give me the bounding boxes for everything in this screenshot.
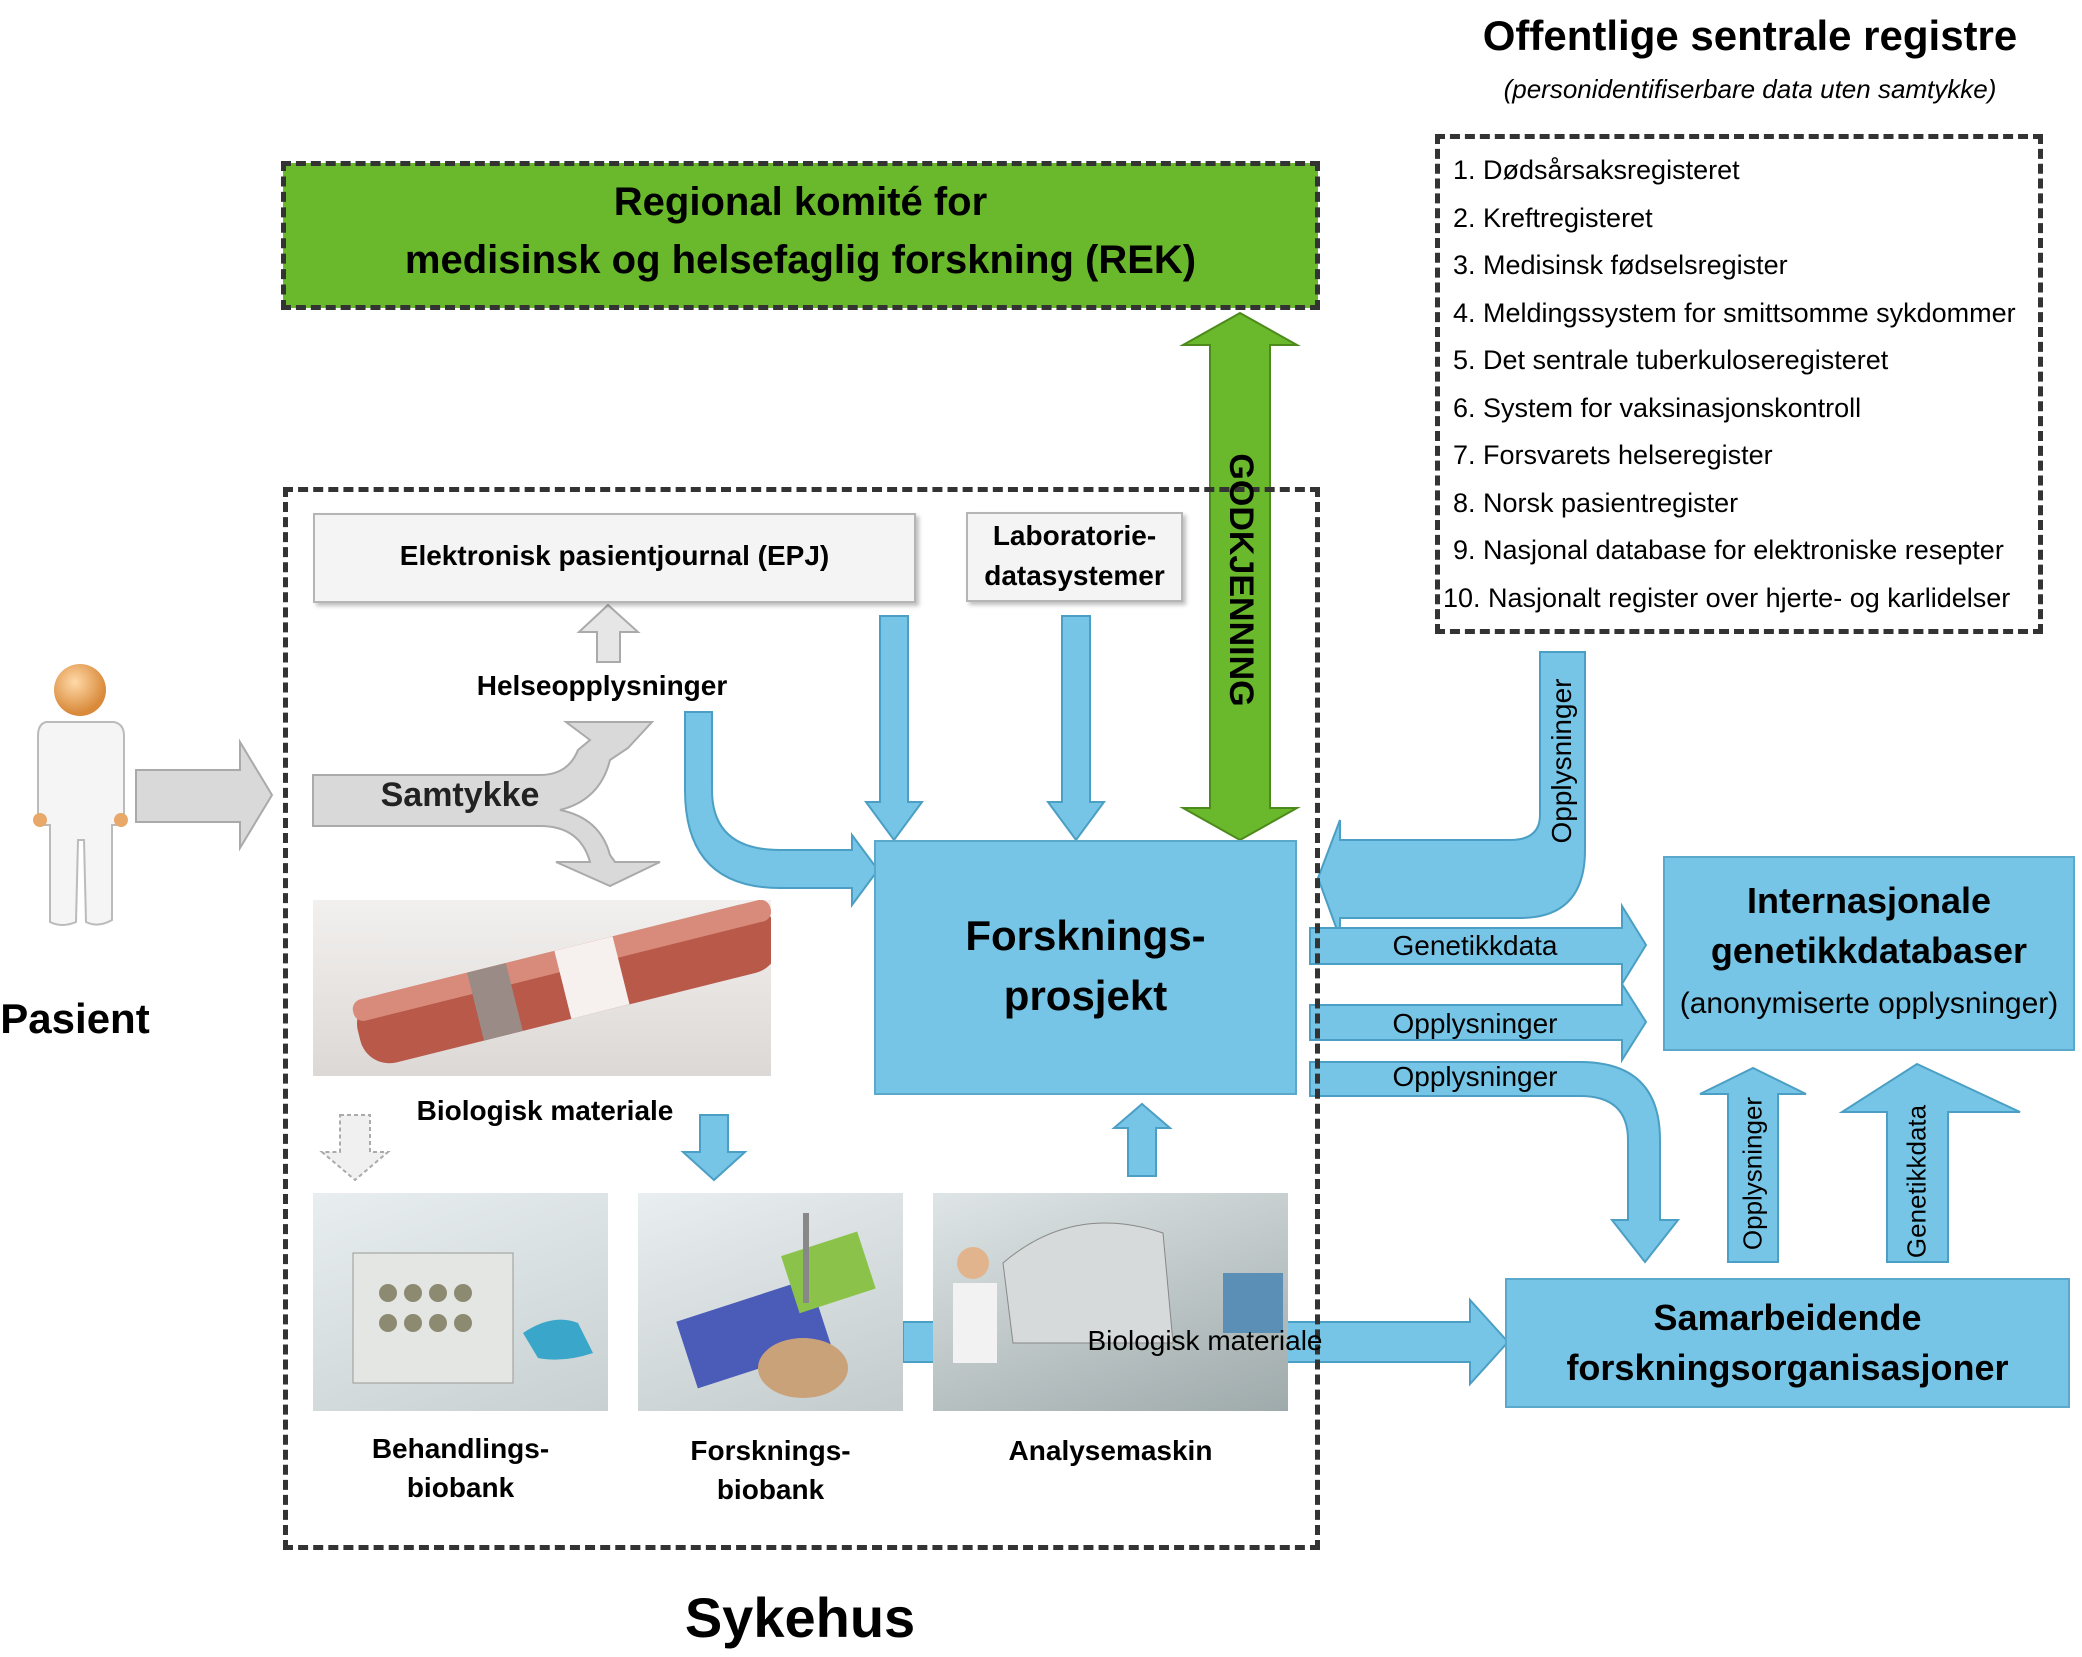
health-info-to-project-arrow bbox=[684, 711, 880, 909]
rek-title-line1: Regional komité for bbox=[613, 180, 988, 224]
opplysninger-to-partners-arrow bbox=[1309, 1061, 1681, 1264]
registry-item: 9. Nasjonal database for elektroniske re… bbox=[1453, 535, 2004, 565]
patient-figure-icon bbox=[33, 664, 128, 926]
research-project-line1: Forsknings- bbox=[965, 912, 1206, 959]
registry-item: 3. Medisinsk fødselsregister bbox=[1453, 250, 1788, 280]
biological-material-flow-label: Biologisk materiale bbox=[1087, 1325, 1323, 1356]
analyzer-to-project-arrow bbox=[1111, 1102, 1173, 1177]
epj-box bbox=[313, 513, 916, 603]
opplysninger-arrow bbox=[1309, 980, 1648, 1064]
lab-systems-box bbox=[966, 512, 1183, 602]
international-line3: (anonymiserte opplysninger) bbox=[1679, 987, 2059, 1020]
international-databases-box bbox=[1663, 856, 2075, 1051]
lab-label-line1: Laboratorie- bbox=[992, 520, 1157, 551]
international-line2: genetikkdatabaser bbox=[1710, 930, 2028, 971]
lab-label-line2: datasystemer bbox=[984, 560, 1165, 591]
partners-line1: Samarbeidende bbox=[1653, 1297, 1922, 1338]
partners-line2: forskningsorganisasjoner bbox=[1566, 1347, 2009, 1388]
genetikkdata-arrow bbox=[1309, 902, 1648, 988]
hospital-container bbox=[283, 487, 1320, 1550]
registries-box bbox=[1435, 134, 2043, 634]
lab-to-project-arrow bbox=[1046, 615, 1106, 842]
analyzer-photo bbox=[933, 1193, 1288, 1411]
analyzer-label: Analysemaskin bbox=[1008, 1435, 1213, 1466]
opplysninger-label-2: Opplysninger bbox=[1392, 1061, 1558, 1092]
registry-opplysninger-label: Opplysninger bbox=[1546, 678, 1577, 844]
godkjenning-label: GODKJENNING bbox=[1222, 453, 1260, 707]
patient-to-hospital-arrow bbox=[135, 738, 274, 852]
genetikkdata-up-label: Genetikkdata bbox=[1901, 1104, 1932, 1259]
genetikkdata-label: Genetikkdata bbox=[1392, 930, 1558, 961]
registry-item: 4. Meldingssystem for smittsomme sykdomm… bbox=[1453, 297, 2016, 328]
opplysninger-up-label: Opplysninger bbox=[1737, 1096, 1768, 1251]
treatment-biobank-photo bbox=[313, 1193, 608, 1411]
registries-list: 1. Dødsårsaksregisteret 2. Kreftregister… bbox=[1443, 150, 2016, 625]
research-project-line2: prosjekt bbox=[1003, 972, 1168, 1019]
helseopplysninger-label: Helseopplysninger bbox=[476, 670, 728, 701]
treatment-biobank-label-line1: Behandlings- bbox=[371, 1433, 550, 1464]
samtykke-label: Samtykke bbox=[380, 776, 540, 814]
registries-title: Offentlige sentrale registre bbox=[1482, 12, 2018, 59]
registry-item: 1. Dødsårsaksregisteret bbox=[1453, 155, 1740, 185]
samtykke-arrow bbox=[312, 721, 661, 888]
registry-item: 5. Det sentrale tuberkuloseregisteret bbox=[1453, 345, 1889, 375]
rek-box bbox=[283, 163, 1318, 308]
biological-material-label: Biologisk materiale bbox=[416, 1095, 674, 1126]
registry-item: 6. System for vaksinasjonskontroll bbox=[1453, 392, 1862, 423]
research-biobank-photo bbox=[638, 1193, 903, 1411]
opplysninger-label-1: Opplysninger bbox=[1392, 1008, 1558, 1039]
genetikkdata-up-arrow bbox=[1838, 1062, 2021, 1263]
blood-sample-photo bbox=[313, 900, 771, 1076]
to-treatment-biobank-arrow bbox=[319, 1114, 391, 1182]
research-project-box bbox=[874, 840, 1297, 1095]
registry-item: 2. Kreftregisteret bbox=[1453, 202, 1653, 233]
research-biobank-label-line1: Forsknings- bbox=[690, 1435, 851, 1466]
epj-to-project-arrow bbox=[864, 615, 924, 842]
registries-subtitle: (personidentifiserbare data uten samtykk… bbox=[1503, 74, 1997, 104]
hospital-label: Sykehus bbox=[684, 1586, 916, 1649]
epj-label: Elektronisk pasientjournal (EPJ) bbox=[399, 540, 830, 571]
rek-title-line2: medisinsk og helsefaglig forskning (REK) bbox=[404, 238, 1197, 282]
international-line1: Internasjonale bbox=[1746, 880, 1992, 921]
to-epj-arrow bbox=[576, 603, 641, 663]
registry-item: 10. Nasjonalt register over hjerte- og k… bbox=[1443, 582, 2011, 613]
partner-organizations-box bbox=[1505, 1278, 2070, 1408]
patient-label: Pasient bbox=[0, 995, 150, 1042]
treatment-biobank-label-line2: biobank bbox=[406, 1472, 515, 1503]
registry-item: 7. Forsvarets helseregister bbox=[1453, 440, 1773, 470]
registry-to-project-arrow bbox=[1316, 651, 1586, 939]
rek-dashed-border bbox=[281, 161, 1320, 310]
research-biobank-label-line2: biobank bbox=[716, 1474, 825, 1505]
registry-item: 8. Norsk pasientregister bbox=[1453, 487, 1739, 518]
to-research-biobank-arrow bbox=[680, 1114, 748, 1182]
opplysninger-up-arrow bbox=[1699, 1066, 1807, 1263]
